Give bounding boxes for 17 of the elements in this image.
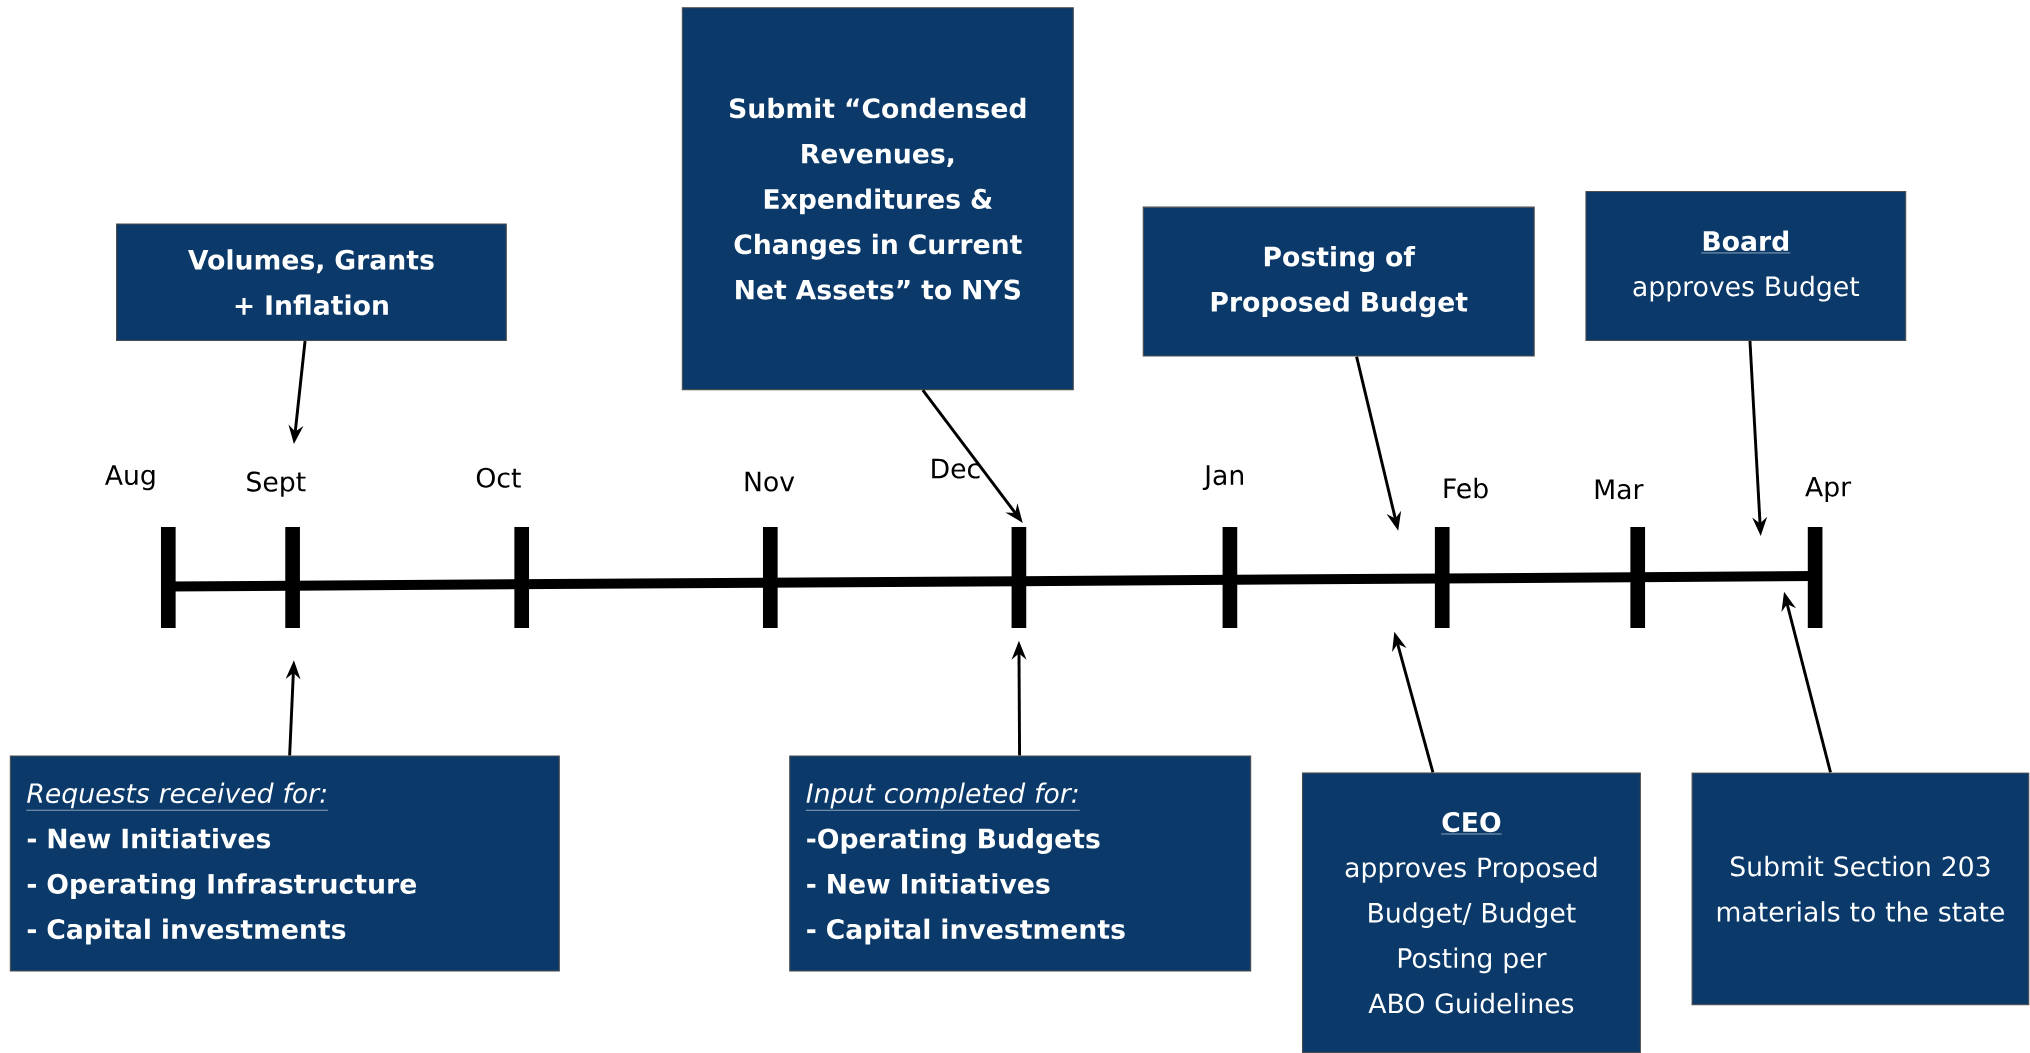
text-box: CEO approves Proposed Budget/ Budget Posting per ABO Guidelines bbox=[1301, 772, 1641, 1053]
text-box: Volumes, Grants + Inflation bbox=[116, 223, 507, 341]
month-label: Sept bbox=[247, 471, 306, 497]
text-box: Input completed for: -Operating Budgets - New Initiatives - Capital investments bbox=[789, 755, 1252, 972]
month-label: Mar bbox=[1595, 479, 1644, 500]
month-label: Jan bbox=[1202, 465, 1243, 491]
text-box: Board approves Budget bbox=[1585, 191, 1907, 341]
text-box: Requests received for: - New Initiatives - Operating Infrastructure - Capital investments bbox=[9, 755, 560, 972]
month-label: Feb bbox=[1444, 477, 1488, 499]
text-box: Submit Section 203 materials to the state bbox=[1691, 772, 2030, 1006]
text-box: Submit “Condensed Revenues, Expenditures & Changes in Current Net Assets” to NYS bbox=[681, 7, 1074, 391]
text-box: Posting of Proposed Budget bbox=[1142, 206, 1535, 357]
month-label: Oct bbox=[476, 467, 521, 488]
month-label: Apr bbox=[1805, 476, 1852, 502]
month-label: Dec bbox=[932, 458, 980, 479]
month-label: Nov bbox=[745, 471, 795, 492]
month-label: Aug bbox=[105, 465, 155, 491]
